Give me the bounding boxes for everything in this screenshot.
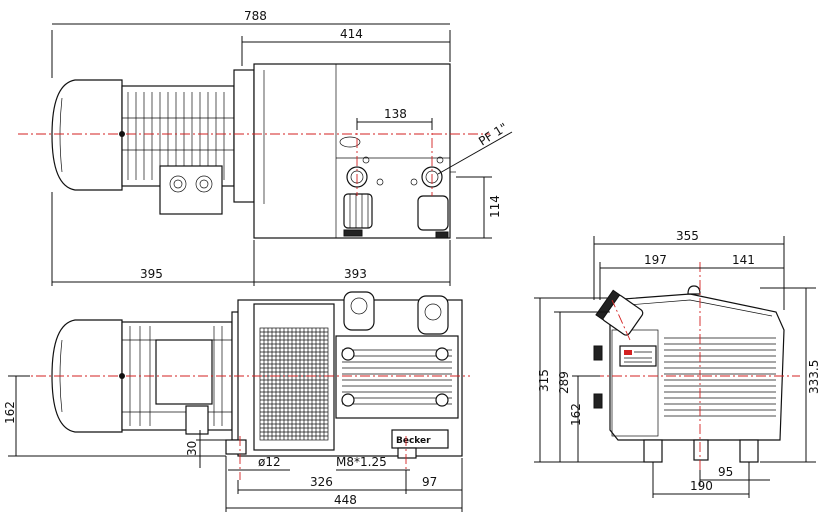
side-view [18,63,490,239]
dim-side-overall-length: 788 [244,9,267,23]
dim-motor-offset: 395 [140,267,163,281]
front-view-dimensions: 355 197 141 315 289 162 333.5 95 190 [534,229,820,498]
dim-front-shaft-height: 162 [569,403,583,426]
dim-foot-thickness: 30 [185,441,199,456]
motor-flange [233,69,255,203]
brand-plate-logo: Becker [396,436,431,446]
dim-port-spacing: 138 [384,107,407,121]
plan-view: Becker [18,291,470,480]
top-handle [687,285,701,295]
mounting-foot-left [225,439,247,455]
rating-nameplate [619,345,657,367]
label-port-thread: PF 1" [476,120,510,148]
front-foot-right [739,439,759,463]
dim-side-pump-length: 414 [340,27,363,41]
dim-foot-width: 95 [718,465,733,479]
terminal-box [159,165,223,215]
outlet-fitting-plan [417,295,449,335]
left-knob-lower [593,393,603,409]
dim-foot-spacing-front: 190 [690,479,713,493]
dim-front-height-289: 289 [557,371,571,394]
front-foot-mid [693,439,709,461]
outlet-filter [417,195,449,231]
motor-fan-cover [51,79,123,191]
inlet-filter [343,193,373,229]
front-foot-left [643,439,663,463]
dim-front-left-span: 197 [644,253,667,267]
dim-port-height: 114 [488,195,502,218]
oil-sight-glass [339,136,361,148]
dim-pump-body-length: 393 [344,267,367,281]
inlet-fitting-plan [343,291,375,331]
dim-foot-offset: 97 [422,475,437,489]
plan-view-dimensions: 162 30 ø12 M8*1.25 326 97 448 [3,375,463,512]
dim-front-right-span: 141 [732,253,755,267]
dim-front-overall-height: 333.5 [807,360,820,394]
front-vents [664,337,776,417]
front-housing [609,293,785,441]
terminal-box-lower [155,339,213,405]
mounting-foot-right [397,447,417,459]
front-view [593,262,800,470]
motor-cooling-fins [122,92,234,180]
left-knob-upper [593,345,603,361]
label-thread-spec: M8*1.25 [336,455,387,469]
dim-plan-overall-length: 448 [334,493,357,507]
dim-front-height-315: 315 [537,369,551,392]
dim-foot-spacing-plan: 326 [310,475,333,489]
label-mount-hole-dia: ø12 [258,455,281,469]
dim-front-width: 355 [676,229,699,243]
front-side-panel [611,329,659,437]
dim-plan-shaft-height: 162 [3,401,17,424]
